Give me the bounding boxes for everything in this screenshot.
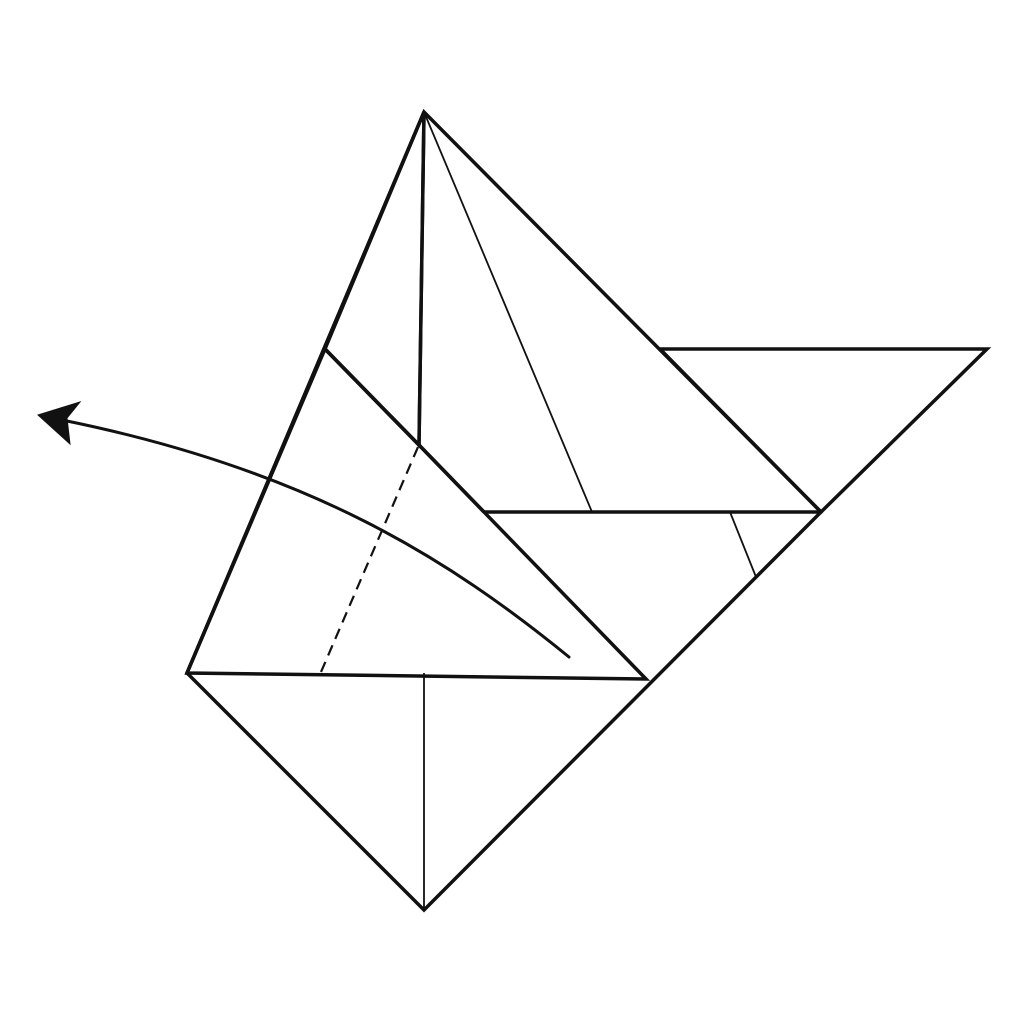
edge-flap-fold (323, 347, 421, 447)
arrowhead (37, 401, 82, 446)
edge-flap-inner (417, 443, 486, 514)
edge-inner-vertical (417, 111, 426, 446)
crease-lower-right (729, 511, 757, 578)
paper-flap-left-upper-pink (322, 111, 426, 450)
crease-apex-center (423, 111, 593, 513)
unfold-flap-arrow (60, 418, 571, 659)
paper-flap-right-pink (655, 347, 992, 515)
edge-outer-left (185, 111, 426, 674)
valley-fold (319, 446, 420, 673)
